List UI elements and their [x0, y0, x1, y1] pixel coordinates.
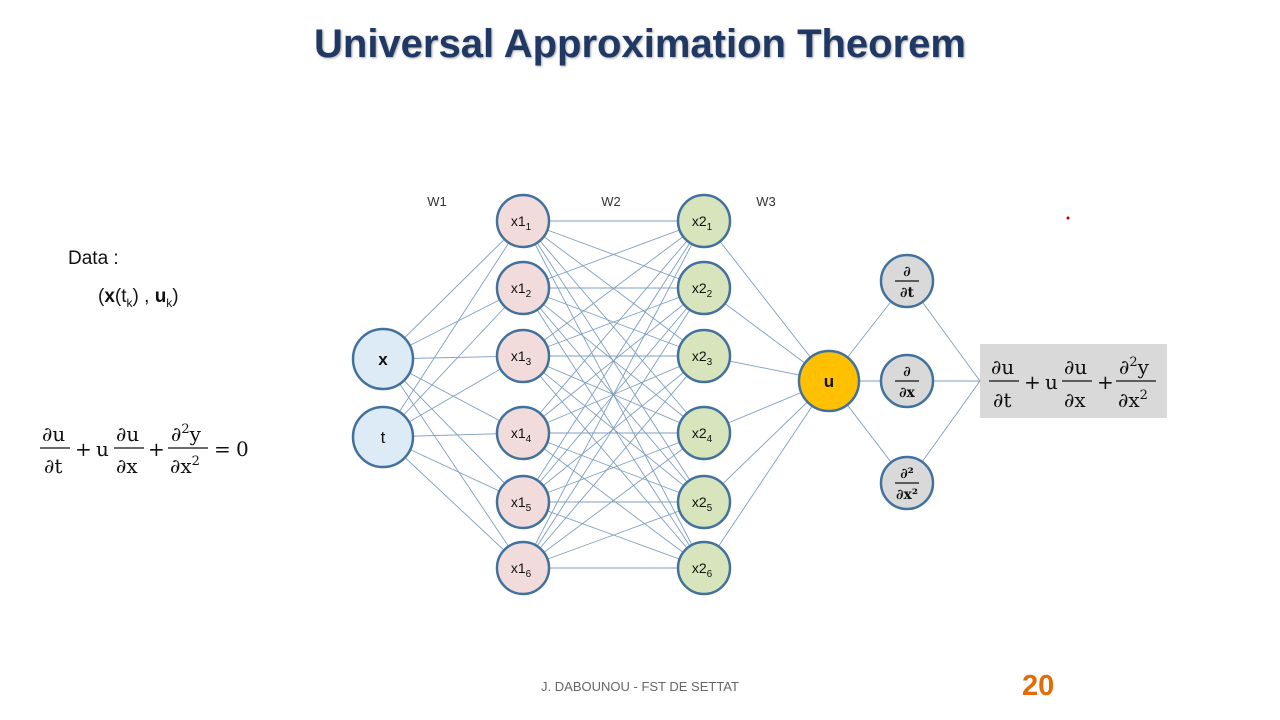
edge-w2 [522, 501, 705, 569]
svg-text:∂x: ∂x [116, 454, 138, 478]
decorative-dot [1066, 216, 1070, 220]
hidden1-node [495, 260, 551, 316]
hidden2-node [676, 260, 732, 316]
svg-text:+: + [148, 437, 165, 461]
weight-label-w3: W3 [756, 194, 776, 209]
residual-box: ∂u ∂t + u ∂u ∂x + ∂2y ∂x2 [980, 344, 1167, 418]
data-tuple-t: t [121, 286, 127, 307]
svg-text:∂u: ∂u [116, 422, 139, 446]
edge-w1 [382, 287, 524, 438]
hidden2-node-label: x23 [692, 348, 713, 368]
edge-w1 [382, 220, 524, 360]
hidden2-node [676, 328, 732, 384]
derivative-denominator: ∂t [900, 285, 914, 301]
svg-text:∂t: ∂t [993, 388, 1011, 412]
pde-equation: ∂u ∂t + u ∂u ∂x + ∂2y ∂x2 = 0 [40, 422, 249, 478]
input-node-x [351, 327, 415, 391]
edge-w2 [522, 432, 705, 569]
hidden1-node [495, 193, 551, 249]
svg-text:∂t: ∂t [44, 454, 62, 478]
hidden1-node-label: x14 [511, 425, 532, 445]
svg-text:u: u [96, 437, 109, 461]
data-tuple: (x(tk) , uk) [98, 286, 179, 310]
svg-text:∂x2: ∂x2 [170, 454, 200, 478]
data-tuple-k2: k [166, 295, 173, 310]
edge-w1 [382, 436, 524, 569]
hidden1-node [495, 328, 551, 384]
hidden2-node [676, 540, 732, 596]
output-node-u [797, 349, 861, 413]
svg-text:∂u: ∂u [1064, 355, 1087, 379]
hidden2-node [676, 474, 732, 530]
data-label: Data : [68, 248, 119, 269]
hidden1-node-label: x16 [511, 560, 532, 580]
svg-text:∂u: ∂u [991, 355, 1014, 379]
derivative-numerator: ∂ [903, 364, 910, 380]
slide-title: Universal Approximation Theorem [314, 22, 966, 66]
data-tuple-u: u [154, 286, 167, 307]
svg-text:∂x2: ∂x2 [1118, 388, 1148, 412]
hidden2-node-label: x24 [692, 425, 713, 445]
hidden1-node-label: x13 [511, 348, 532, 368]
svg-text:+: + [1097, 370, 1114, 394]
page-number: 20 [1022, 670, 1055, 702]
input-node-label-x: x [378, 350, 388, 369]
hidden2-node-label: x22 [692, 280, 713, 300]
input-node-t [351, 405, 415, 469]
derivative-numerator: ∂² [900, 466, 914, 482]
hidden1-node-label: x11 [511, 213, 532, 233]
edge-w1 [382, 220, 524, 438]
hidden1-node-label: x15 [511, 494, 532, 514]
svg-text:+: + [1024, 370, 1041, 394]
svg-text:+: + [75, 437, 92, 461]
edge-w2 [522, 287, 705, 434]
edge-w2 [522, 220, 705, 289]
edge-w2 [522, 220, 705, 434]
derivative-numerator: ∂ [903, 264, 910, 280]
weight-label-w2: W2 [601, 194, 621, 209]
hidden2-node [676, 193, 732, 249]
input-node-label-t: t [381, 428, 386, 447]
edge-w2 [522, 220, 705, 503]
hidden2-node-label: x25 [692, 494, 713, 514]
data-tuple-k1: k [126, 295, 133, 310]
edge-w2 [522, 432, 705, 503]
edge-w3 [703, 380, 830, 569]
edge-w2 [522, 355, 705, 503]
edge-w1 [382, 358, 524, 569]
hidden1-node [495, 405, 551, 461]
svg-text:=: = [214, 437, 231, 461]
derivative-denominator: ∂x [899, 385, 915, 401]
footer: J. DABOUNOU - FST DE SETTAT [541, 679, 739, 694]
output-node-label: u [824, 372, 834, 391]
hidden1-node [495, 540, 551, 596]
svg-text:u: u [1045, 370, 1058, 394]
hidden1-node-label: x12 [511, 280, 532, 300]
hidden2-node-label: x26 [692, 560, 713, 580]
edge-w2 [522, 287, 705, 357]
edge-w2 [522, 220, 705, 357]
weight-labels: W1 W2 W3 [427, 194, 776, 209]
edge-w1 [382, 358, 524, 503]
edge-w2 [522, 287, 705, 569]
svg-text:0: 0 [236, 437, 249, 461]
svg-text:∂u: ∂u [42, 422, 65, 446]
svg-text:∂x: ∂x [1064, 388, 1086, 412]
hidden2-node [676, 405, 732, 461]
edge-w2 [522, 355, 705, 569]
weight-label-w1: W1 [427, 194, 447, 209]
data-tuple-x: x [104, 286, 115, 307]
network-nodes: x t x11 x12 x13 x14 x15 x16 x21 x22 x23 x24 x25 x26 u ∂… [351, 193, 935, 596]
derivative-denominator: ∂x² [896, 487, 918, 503]
svg-text:∂2y: ∂2y [171, 422, 202, 446]
edge-w2 [522, 220, 705, 569]
edge-w3 [703, 220, 830, 382]
hidden1-node [495, 474, 551, 530]
hidden2-node-label: x21 [692, 213, 713, 233]
